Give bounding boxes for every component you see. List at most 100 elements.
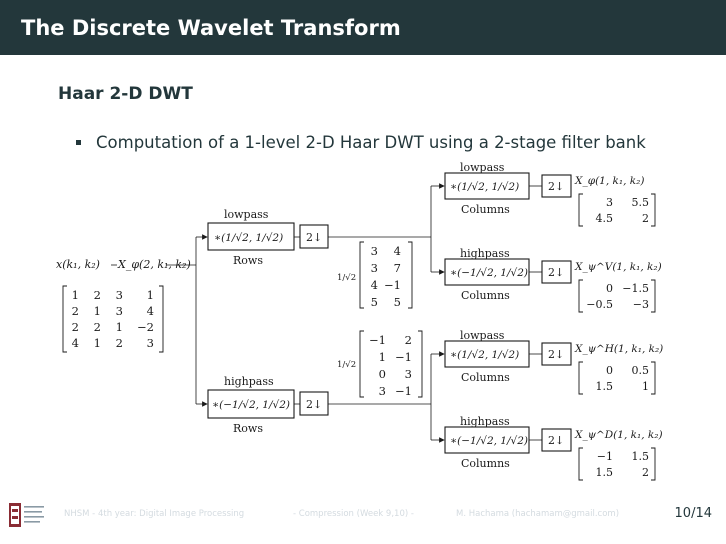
input-matrix-cell: 1 (147, 288, 154, 302)
output-matrix: 0 0.5 1.5 1 (596, 364, 650, 393)
institution-logo-icon (9, 503, 44, 527)
output-matrix-cell: 2 (642, 466, 649, 479)
intermediate-matrix-cell: −1 (369, 333, 386, 347)
intermediate-matrix-cell: 1 (379, 350, 386, 364)
output-matrix-cell: −0.5 (586, 298, 613, 311)
column-stage: highpass ∗(−1/√2, 1/√2) Columns 2↓ X_ψ^D(1, … (431, 415, 663, 481)
output-matrix-cell: 1 (642, 380, 649, 393)
column-stage: highpass ∗(−1/√2, 1/√2) Columns 2↓ X_ψ^V(1, … (431, 247, 662, 313)
intermediate-matrix-cell: −1 (384, 278, 401, 292)
intermediate-matrix-cell: 4 (394, 244, 401, 258)
output-matrix: 0 −1.5 −0.5 −3 (586, 282, 649, 311)
output-matrix-bracket-left (578, 193, 583, 227)
bullet-square-icon (76, 140, 81, 145)
intermediate-matrix-cell: 5 (394, 295, 401, 309)
column-downsample-label: 2↓ (548, 266, 564, 279)
output-matrix-bracket-right (651, 193, 656, 227)
intermediate-matrix-cell: 3 (371, 244, 378, 258)
filter-bank-diagram: x(k₁, k₂) X_φ(2, k₁, k₂) 1 2 3 1 2 1 3 4 2 2 1 −2 4 1… (56, 161, 663, 481)
row-lowpass-caption: Rows (233, 254, 263, 267)
footer-course: NHSM - 4th year: Digital Image Processin… (64, 509, 245, 519)
column-filter-caption: Columns (461, 289, 510, 302)
input-matrix-cell: 3 (116, 304, 123, 318)
slide-title-bar: The Discrete Wavelet Transform (0, 0, 726, 55)
intermediate-matrix-cell: 5 (371, 295, 378, 309)
output-subband-label: X_ψ^D(1, k₁, k₂) (574, 429, 663, 441)
footer-author: M. Hachama (hachamam@gmail.com) (456, 509, 620, 519)
input-matrix-cell: 1 (94, 304, 101, 318)
output-matrix-bracket-right (651, 447, 656, 481)
output-matrix-cell: −1 (597, 450, 613, 463)
input-matrix-cell: 4 (72, 336, 79, 350)
output-matrix-bracket-right (651, 279, 656, 313)
column-filter-name: highpass (460, 415, 510, 428)
output-subband-label: X_ψ^V(1, k₁, k₂) (574, 261, 662, 273)
scale-factor-top: 1/√2 (337, 273, 356, 283)
row-highpass-caption: Rows (233, 422, 263, 435)
output-matrix-bracket-left (578, 447, 583, 481)
output-matrix-cell: 1.5 (596, 466, 614, 479)
row-lowpass-filter-box (207, 222, 295, 251)
input-matrix-cell: 1 (116, 320, 123, 334)
column-filter-box (444, 340, 530, 368)
output-matrix: 3 5.5 4.5 2 (596, 196, 650, 225)
output-matrix-cell: 5.5 (632, 196, 650, 209)
column-filter-name: lowpass (460, 329, 505, 342)
output-matrix-cell: 0 (606, 282, 613, 295)
input-approx-label: X_φ(2, k₁, k₂) (117, 258, 191, 271)
column-downsample-label: 2↓ (548, 434, 564, 447)
output-matrix-cell: −3 (633, 298, 649, 311)
column-downsample-box (541, 260, 572, 284)
input-matrix-cell: 2 (94, 288, 101, 302)
output-matrix-cell: 0.5 (632, 364, 650, 377)
row-lowpass-downsample-label: 2↓ (306, 231, 322, 244)
output-matrix-cell: −1.5 (622, 282, 649, 295)
column-downsample-label: 2↓ (548, 348, 564, 361)
slide-footer: NHSM - 4th year: Digital Image Processin… (0, 498, 726, 538)
input-matrix-cell: 2 (94, 320, 101, 334)
input-matrix-cell: 2 (116, 336, 123, 350)
column-filter-caption: Columns (461, 371, 510, 384)
output-subband-label: X_φ(1, k₁, k₂) (574, 175, 644, 187)
bullet-text: Computation of a 1-level 2-D Haar DWT us… (96, 133, 646, 152)
intermediate-matrix-cell: 2 (405, 333, 412, 347)
output-matrix-cell: 2 (642, 212, 649, 225)
column-downsample-box (541, 342, 572, 366)
input-matrix-cell: 3 (116, 288, 123, 302)
column-downsample-box (541, 174, 572, 198)
output-matrix-cell: 1.5 (596, 380, 614, 393)
column-filter-caption: Columns (461, 457, 510, 470)
intermediate-matrix-cell: 0 (379, 367, 386, 381)
output-matrix-cell: 0 (606, 364, 613, 377)
row-highpass-downsample-box (299, 391, 329, 416)
scale-factor-bottom: 1/√2 (337, 360, 356, 370)
input-matrix-cell: 1 (94, 336, 101, 350)
row-lowpass-name: lowpass (224, 208, 269, 221)
slide-title: The Discrete Wavelet Transform (21, 15, 401, 40)
column-filter-name: highpass (460, 247, 510, 260)
row-highpass-filter-box (207, 389, 295, 419)
row-highpass-name: highpass (224, 375, 274, 388)
input-matrix-cell: 3 (147, 336, 154, 350)
output-matrix-cell: 3 (606, 196, 613, 209)
input-matrix-cell: 1 (72, 288, 79, 302)
column-filter-expr: ∗(1/√2, 1/√2) (450, 181, 519, 193)
input-signal-label: x(k₁, k₂) (56, 258, 100, 271)
column-downsample-label: 2↓ (548, 180, 564, 193)
row-lowpass-downsample-box (299, 224, 329, 249)
input-matrix-cell: −2 (137, 320, 154, 334)
input-matrix-cell: 4 (147, 304, 154, 318)
column-filter-expr: ∗(−1/√2, 1/√2) (450, 435, 528, 447)
bullet-item: Computation of a 1-level 2-D Haar DWT us… (76, 133, 646, 152)
column-filter-expr: ∗(−1/√2, 1/√2) (450, 267, 528, 279)
row-lowpass-expr: ∗(1/√2, 1/√2) (214, 232, 283, 244)
output-matrix-cell: 4.5 (596, 212, 614, 225)
output-subband-label: X_ψ^H(1, k₁, k₂) (574, 343, 663, 355)
intermediate-matrix-cell: 3 (379, 384, 386, 398)
column-filter-box (444, 258, 530, 286)
